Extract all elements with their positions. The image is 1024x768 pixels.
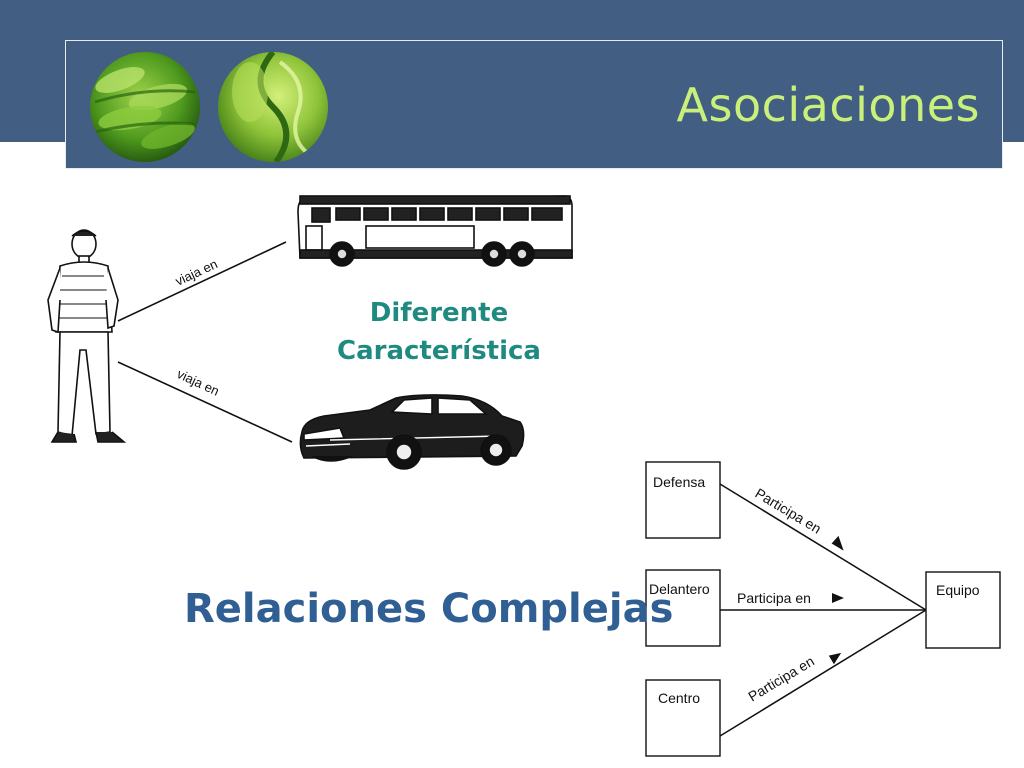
slide-title: Asociaciones <box>676 78 980 132</box>
edge-label-centro: Participa en <box>745 653 817 705</box>
arrow-right-icon <box>828 652 842 665</box>
node-defensa-box <box>645 461 721 539</box>
arrow-right-icon <box>831 535 844 551</box>
edge-person-bus <box>117 241 287 322</box>
leaf-ball-icon <box>218 52 328 162</box>
bus-icon <box>297 195 573 267</box>
arrow-right-icon <box>832 593 844 603</box>
node-delantero: Delantero <box>649 581 710 597</box>
different-label-line1: Diferente <box>369 298 509 328</box>
node-centro: Centro <box>658 690 700 706</box>
leaf-ball-icon <box>90 52 200 162</box>
node-equipo: Equipo <box>936 582 980 598</box>
car-icon <box>299 394 525 470</box>
different-feature-label: Diferente Característica <box>314 294 564 370</box>
complex-relations-title: Relaciones Complejas <box>184 586 674 632</box>
node-defensa: Defensa <box>653 474 705 490</box>
person-icon <box>47 229 127 443</box>
node-centro-box <box>645 679 721 757</box>
node-delantero-box <box>645 569 721 647</box>
edge-centro-equipo <box>719 609 927 737</box>
different-label-line2: Característica <box>337 336 541 366</box>
edge-person-car <box>117 361 293 443</box>
edge-label-delantero: Participa en <box>737 590 811 606</box>
edge-defensa-equipo <box>719 483 927 611</box>
